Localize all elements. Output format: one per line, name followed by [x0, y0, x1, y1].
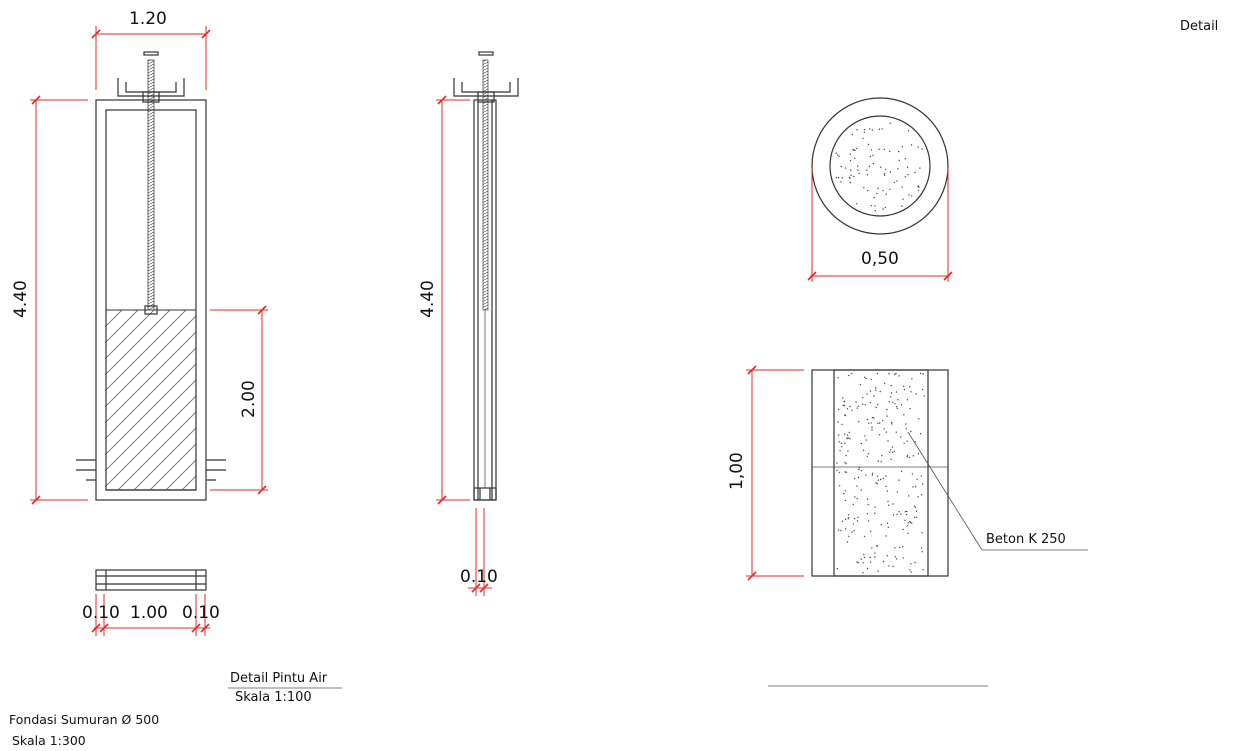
- dim-panel-height: 2.00: [210, 305, 268, 495]
- gate-scale: Skala 1:100: [235, 690, 312, 705]
- dim-pile-height-text: 1,00: [727, 452, 747, 490]
- dim-pile-diameter-text: 0,50: [861, 249, 899, 269]
- gate-title-block: Detail Pintu Air Skala 1:100: [228, 671, 342, 705]
- dim-plan-right: 0.10: [182, 603, 220, 623]
- gate-title: Detail Pintu Air: [230, 671, 328, 686]
- gate-lifting-bracket: [117, 51, 185, 103]
- material-leader: Beton K 250: [907, 431, 1088, 551]
- gate-panel-hatched: [105, 309, 197, 491]
- dim-plan-left: 0.10: [82, 603, 120, 623]
- material-label: Beton K 250: [986, 532, 1066, 547]
- dim-side-height-text: 4.40: [418, 280, 438, 318]
- pile-plan-view: 0,50: [807, 97, 953, 282]
- dim-side-thickness-text: 0.10: [460, 567, 498, 587]
- dim-pile-height: 1,00: [727, 365, 804, 581]
- dim-side-thickness: 0.10: [460, 508, 498, 596]
- concrete-texture-circle: [835, 122, 923, 212]
- dim-gate-height: 4.40: [11, 95, 88, 505]
- concrete-texture-section: [836, 372, 925, 574]
- pile-concrete-core: [829, 115, 931, 217]
- gate-side-grooves: [76, 459, 226, 481]
- dim-plan-middle: 1.00: [130, 603, 168, 623]
- dim-side-height: 4.40: [418, 95, 470, 505]
- dim-gate-width: 1.20: [91, 9, 211, 90]
- gate-plan-view: 0.10 1.00 0.10: [82, 569, 220, 636]
- gate-front-view: 1.20 4.40 2.00: [11, 9, 268, 505]
- foundation-title-block: Fondasi Sumuran Ø 500 Skala 1:300: [9, 712, 159, 748]
- sheet-label: Detail: [1180, 19, 1218, 34]
- dim-gate-width-text: 1.20: [129, 9, 167, 29]
- foundation-title: Fondasi Sumuran Ø 500: [9, 712, 159, 727]
- pile-section-view: 1,00 Beton K 250: [727, 365, 1088, 581]
- dim-pile-diameter: 0,50: [807, 168, 953, 282]
- dim-panel-height-text: 2.00: [239, 380, 259, 418]
- gate-side-view: 4.40 0.10: [418, 51, 519, 596]
- foundation-scale: Skala 1:300: [12, 733, 86, 748]
- side-lifting-bracket: [453, 51, 519, 103]
- dim-gate-height-text: 4.40: [11, 280, 31, 318]
- pile-outer-circle: [811, 97, 949, 235]
- gate-spindle: [147, 59, 155, 311]
- dim-plan-chain: 0.10 1.00 0.10: [82, 594, 220, 636]
